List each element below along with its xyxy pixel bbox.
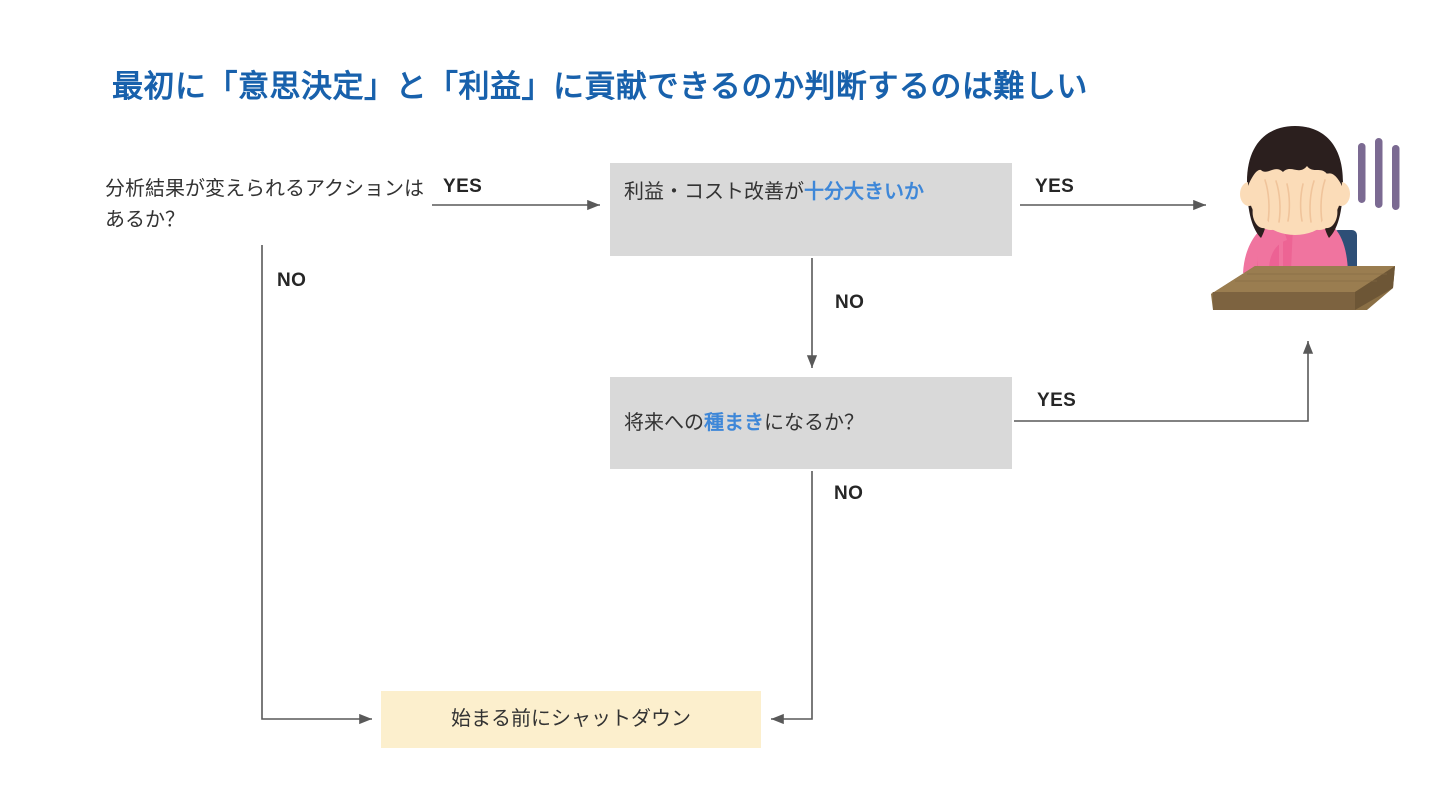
flow-node-profit-impact-text: 利益・コスト改善が十分大きいか: [610, 177, 1012, 208]
flow-node-future-seeding[interactable]: 将来への種まきになるか？: [610, 377, 1012, 469]
edge-no-q0-end: [261, 245, 372, 725]
person-hands: [1252, 173, 1338, 230]
flow-node-profit-impact-text-highlight: 十分大きいか: [804, 181, 924, 203]
flow-node-question-action: 分析結果が変えられるアクションはあるか？: [105, 178, 424, 231]
flow-node-profit-impact[interactable]: 利益・コスト改善が十分大きいか: [610, 163, 1012, 256]
edge-label-no-q1-q2: NO: [835, 292, 865, 313]
flow-node-shutdown[interactable]: 始まる前にシャットダウン: [381, 691, 761, 748]
edge-label-no-q0-end: NO: [277, 270, 307, 291]
person-hair-front: [1248, 127, 1342, 186]
stress-lines-icon: [1358, 138, 1400, 210]
edge-label-yes-q0-q1: YES: [443, 176, 483, 197]
flow-node-future-seeding-text: 将来への種まきになるか？: [610, 408, 1012, 439]
desk-shape: [1211, 266, 1395, 310]
edge-no-q2-end: [771, 471, 813, 725]
frustrated-person-at-desk-illustration: [1211, 126, 1400, 310]
flow-node-shutdown-text: 始まる前にシャットダウン: [451, 708, 691, 730]
flow-node-profit-impact-text-plain: 利益・コスト改善が: [624, 181, 804, 203]
edge-label-yes-q1-illustration: YES: [1035, 176, 1075, 197]
flow-node-future-seeding-text-prefix: 将来への: [624, 411, 704, 434]
flow-node-future-seeding-text-suffix: になるか？: [764, 411, 864, 434]
flow-node-future-seeding-text-highlight: 種まき: [704, 411, 764, 434]
page-title: 最初に「意思決定」と「利益」に貢献できるのか判断するのは難しい: [112, 69, 1088, 104]
person-body: [1243, 218, 1348, 273]
edge-label-no-q2-end: NO: [834, 483, 864, 504]
edge-label-yes-q2-illustration: YES: [1037, 390, 1077, 411]
